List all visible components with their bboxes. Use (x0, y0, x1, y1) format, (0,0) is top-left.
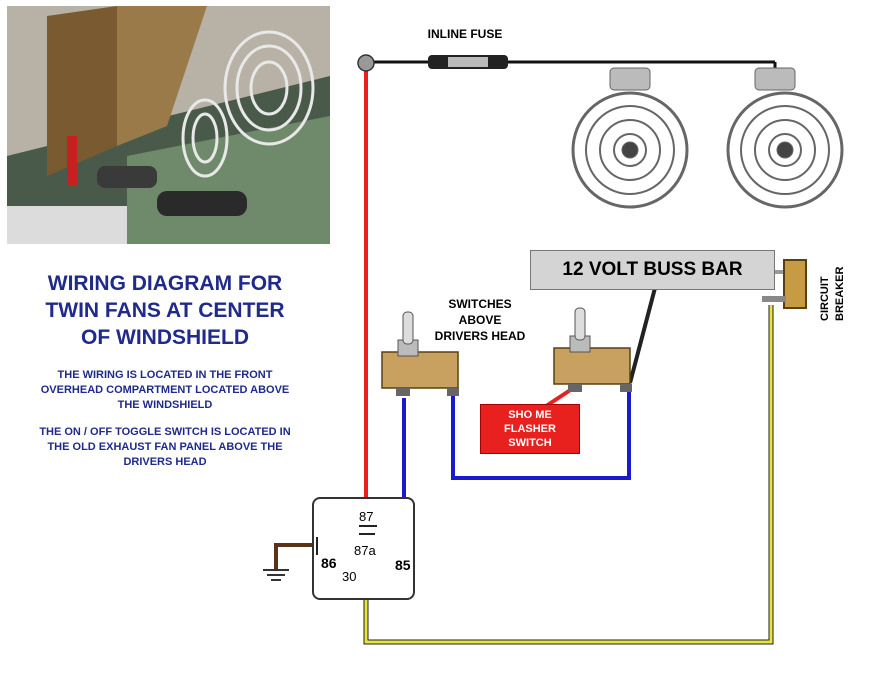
title-line-2: TWIN FANS AT CENTER (45, 299, 285, 322)
buss-bar-box: 12 VOLT BUSS BAR (530, 250, 775, 290)
pin-87-label: 87 (359, 509, 374, 524)
pin-86-label: 86 (321, 555, 337, 571)
inline-fuse-icon (428, 55, 508, 69)
breaker-label-line-1: CIRCUIT (819, 276, 831, 321)
note-2-line-1: THE ON / OFF TOGGLE SWITCH IS LOCATED IN (39, 426, 291, 438)
note-1-line-3: THE WINDSHIELD (117, 399, 213, 411)
circuit-breaker-label-text: CIRCUIT BREAKER (818, 267, 848, 321)
toggle-switch-1-icon (381, 311, 459, 396)
flasher-switch-box: SHO ME FLASHER SWITCH (480, 404, 580, 454)
yellow-wire-30-to-breaker (363, 305, 774, 645)
black-wire-buss-to-switch (628, 287, 657, 384)
relay-box: 87 87a 86 30 85 (312, 497, 415, 600)
pin-30-label: 30 (342, 569, 357, 584)
pin-85-label: 85 (395, 557, 411, 573)
note-1-line-1: THE WIRING IS LOCATED IN THE FRONT (57, 369, 273, 381)
switches-label: SWITCHES ABOVE DRIVERS HEAD (420, 296, 540, 344)
title-line-3: OF WINDSHIELD (81, 326, 249, 349)
note-2-line-2: THE OLD EXHAUST FAN PANEL ABOVE THE (47, 441, 283, 453)
fan-2-icon (726, 67, 844, 209)
flasher-label-line-2: FLASHER (504, 423, 556, 435)
toggle-switch-2-icon (553, 307, 632, 392)
circuit-breaker-icon (762, 259, 807, 309)
note-2-line-3: DRIVERS HEAD (123, 456, 207, 468)
switches-label-line-1: SWITCHES (448, 297, 512, 311)
title-line-1: WIRING DIAGRAM FOR (47, 272, 283, 295)
pin-86-terminal (316, 537, 318, 555)
pin-87a-label: 87a (354, 543, 376, 558)
flasher-label-line-3: SWITCH (508, 437, 552, 449)
junction-dot (357, 54, 375, 72)
flasher-label-line-1: SHO ME (508, 409, 552, 421)
pin-87a-terminal (359, 533, 375, 535)
note-1-line-2: OVERHEAD COMPARTMENT LOCATED ABOVE (40, 384, 290, 396)
ground-symbol-icon (263, 569, 289, 581)
fan-1-icon (571, 67, 689, 209)
pin-87-terminal (359, 525, 377, 527)
switches-label-line-3: DRIVERS HEAD (434, 329, 526, 343)
circuit-breaker-label: CIRCUIT BREAKER (818, 255, 852, 325)
fan-installation-photo (7, 6, 330, 244)
inline-fuse-label: INLINE FUSE (427, 27, 503, 41)
ground-wire-pin-86 (274, 543, 315, 570)
blue-wire-between-switches (451, 385, 631, 480)
wiring-location-note: THE WIRING IS LOCATED IN THE FRONT OVERH… (10, 368, 320, 413)
diagram-title: WIRING DIAGRAM FOR TWIN FANS AT CENTER O… (10, 270, 320, 351)
breaker-label-line-2: BREAKER (834, 266, 846, 321)
buss-bar-label: 12 VOLT BUSS BAR (562, 259, 743, 280)
switch-location-note: THE ON / OFF TOGGLE SWITCH IS LOCATED IN… (10, 425, 320, 470)
switches-label-line-2: ABOVE (458, 313, 502, 327)
